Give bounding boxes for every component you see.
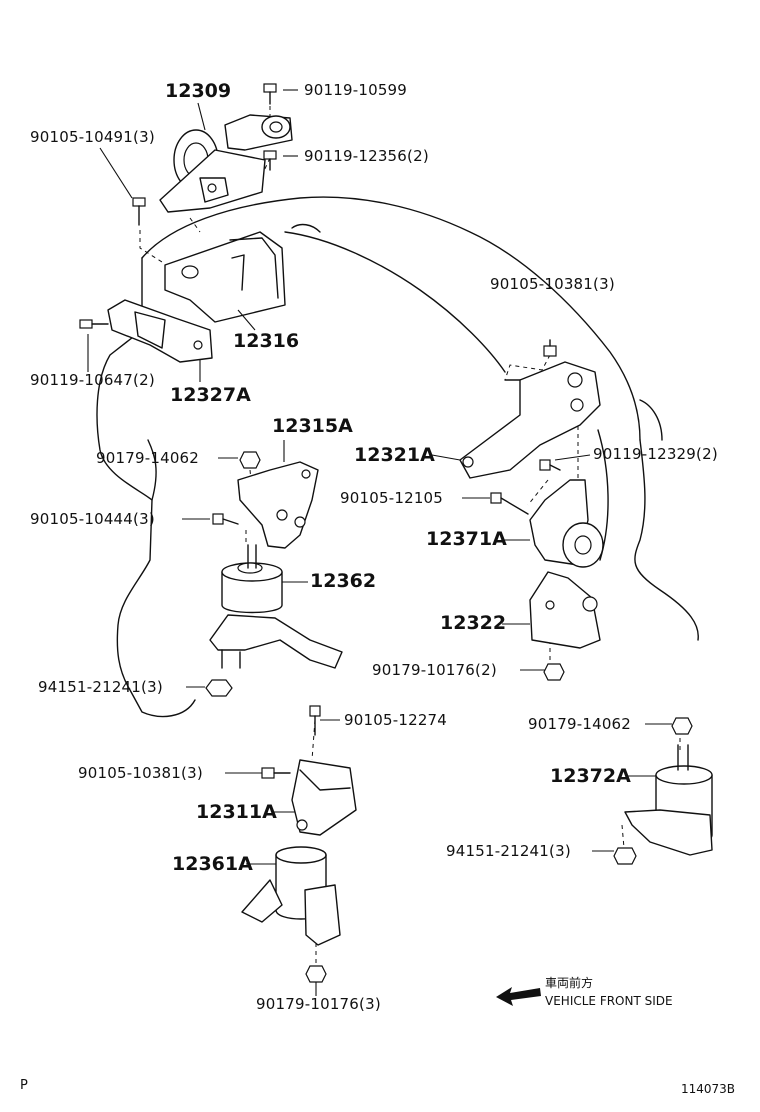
part-12322-bracket bbox=[529, 571, 601, 649]
part-12315A-bracket bbox=[237, 461, 319, 549]
label-90179-14062-left: 90179-14062 bbox=[96, 449, 200, 467]
label-12372A: 12372A bbox=[550, 765, 631, 787]
label-90119-10647: 90119-10647(2) bbox=[30, 371, 155, 389]
label-12362: 12362 bbox=[310, 570, 377, 592]
part-12371A-damper bbox=[529, 479, 604, 568]
label-12321A: 12321A bbox=[354, 444, 435, 466]
direction-english: VEHICLE FRONT SIDE bbox=[545, 994, 673, 1008]
part-12361A-mount bbox=[241, 846, 341, 946]
part-12321A-bracket bbox=[459, 361, 601, 479]
label-12322: 12322 bbox=[440, 612, 507, 634]
label-90119-10599: 90119-10599 bbox=[304, 81, 408, 99]
label-90119-12356: 90119-12356(2) bbox=[304, 147, 429, 165]
label-12316: 12316 bbox=[233, 330, 300, 352]
label-12309: 12309 bbox=[165, 80, 232, 102]
label-90179-10176-3: 90179-10176(3) bbox=[256, 995, 381, 1013]
label-90105-10381-mid: 90105-10381(3) bbox=[78, 764, 203, 782]
part-12316-bracket bbox=[164, 231, 286, 323]
label-90119-12329: 90119-12329(2) bbox=[593, 445, 718, 463]
part-12309-mount bbox=[159, 114, 293, 213]
part-12372A-mount bbox=[624, 744, 713, 856]
label-90105-10381-top: 90105-10381(3) bbox=[490, 275, 615, 293]
fasteners bbox=[79, 83, 693, 983]
part-12362-mount bbox=[209, 544, 343, 669]
leader-lines bbox=[87, 89, 672, 996]
label-90179-10176-2: 90179-10176(2) bbox=[372, 661, 497, 679]
direction-japanese: 車両前方 bbox=[545, 976, 594, 990]
label-12361A: 12361A bbox=[172, 853, 253, 875]
illustration-number: 114073B bbox=[681, 1082, 736, 1096]
label-90105-12274: 90105-12274 bbox=[344, 711, 448, 729]
label-12371A: 12371A bbox=[426, 528, 507, 550]
label-90179-14062-right: 90179-14062 bbox=[528, 715, 632, 733]
label-90105-12105: 90105-12105 bbox=[340, 489, 444, 507]
part-12327A-bracket bbox=[107, 299, 213, 363]
label-12315A: 12315A bbox=[272, 415, 353, 437]
label-94151-21241-right: 94151-21241(3) bbox=[446, 842, 571, 860]
label-90105-10491: 90105-10491(3) bbox=[30, 128, 155, 146]
footer-left-mark: P bbox=[20, 1078, 28, 1093]
label-12311A: 12311A bbox=[196, 801, 277, 823]
label-90105-10444: 90105-10444(3) bbox=[30, 510, 155, 528]
label-12327A: 12327A bbox=[170, 384, 251, 406]
arrow-left-icon bbox=[496, 987, 541, 1006]
part-12311A-bracket bbox=[291, 759, 357, 836]
label-94151-21241-left: 94151-21241(3) bbox=[38, 678, 163, 696]
engine-outline bbox=[96, 196, 699, 718]
